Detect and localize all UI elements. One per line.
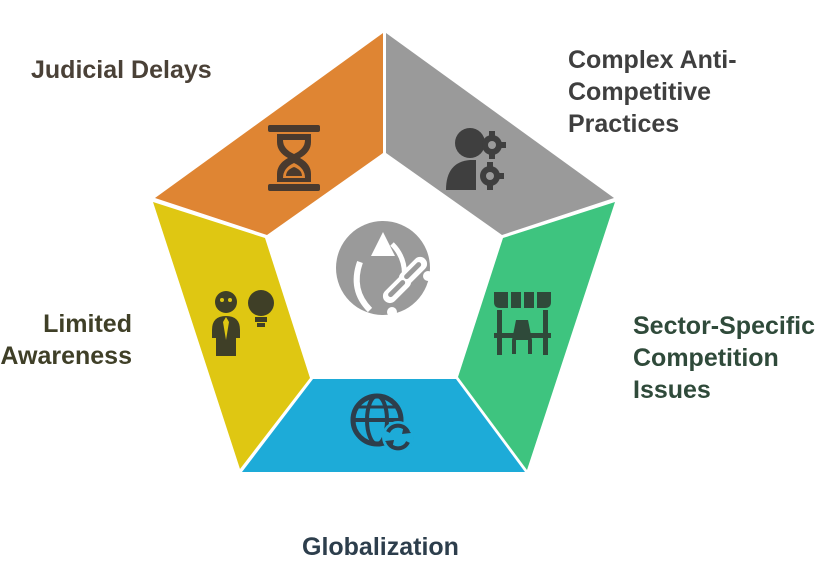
- label-judicial-delays: Judicial Delays: [31, 54, 212, 86]
- label-globalization: Globalization: [302, 531, 459, 563]
- segment-judicial-delays: [155, 33, 383, 235]
- label-line: Complex Anti-: [568, 46, 737, 74]
- label-line: Sector-Specific: [633, 312, 816, 340]
- segment-complex-anti-competitive: [386, 33, 614, 235]
- label-limited-awareness: Limited Awareness: [0, 308, 132, 372]
- label-complex-anti-competitive-practices: Complex Anti- Competitive Practices: [568, 44, 737, 140]
- label-line: Issues: [633, 376, 711, 404]
- segment-globalization: [242, 379, 525, 472]
- label-line: Competitive: [568, 78, 712, 106]
- label-line: Judicial Delays: [31, 56, 212, 84]
- globe-sync-icon: [350, 393, 414, 453]
- label-line: Awareness: [0, 342, 132, 370]
- label-line: Practices: [568, 110, 680, 138]
- hourglass-icon: [268, 125, 320, 191]
- person-gear-icon: [446, 128, 506, 190]
- broken-link-globe-icon: [336, 221, 433, 317]
- label-line: Globalization: [302, 533, 459, 561]
- label-line: Limited: [43, 310, 132, 338]
- market-stall-icon: [494, 292, 551, 355]
- person-lightbulb-icon: [212, 290, 274, 356]
- label-line: Competition: [633, 344, 779, 372]
- label-sector-specific-competition-issues: Sector-Specific Competition Issues: [633, 310, 815, 406]
